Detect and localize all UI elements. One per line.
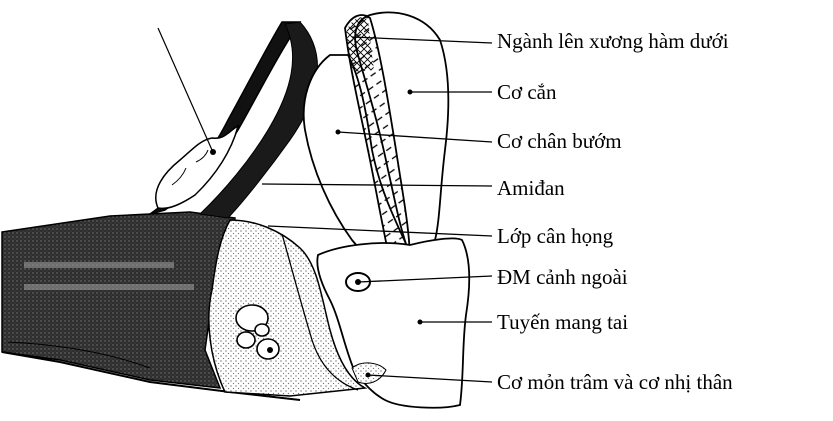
label-external-carotid: ĐM cảnh ngoài bbox=[497, 265, 628, 289]
pharyngeal-wall-region bbox=[2, 212, 235, 388]
label-pharyngeal-fascia: Lớp cân họng bbox=[497, 224, 613, 248]
label-parotid-gland: Tuyến mang tai bbox=[497, 310, 628, 334]
label-mandible-ramus: Ngành lên xương hàm dưới bbox=[497, 29, 729, 53]
label-masseter: Cơ cắn bbox=[497, 80, 557, 104]
label-styloid-digastric: Cơ mỏn trâm và cơ nhị thân bbox=[497, 370, 733, 394]
label-tonsil: Amiđan bbox=[497, 176, 565, 200]
label-pterygoid: Cơ chân bướm bbox=[497, 129, 622, 153]
